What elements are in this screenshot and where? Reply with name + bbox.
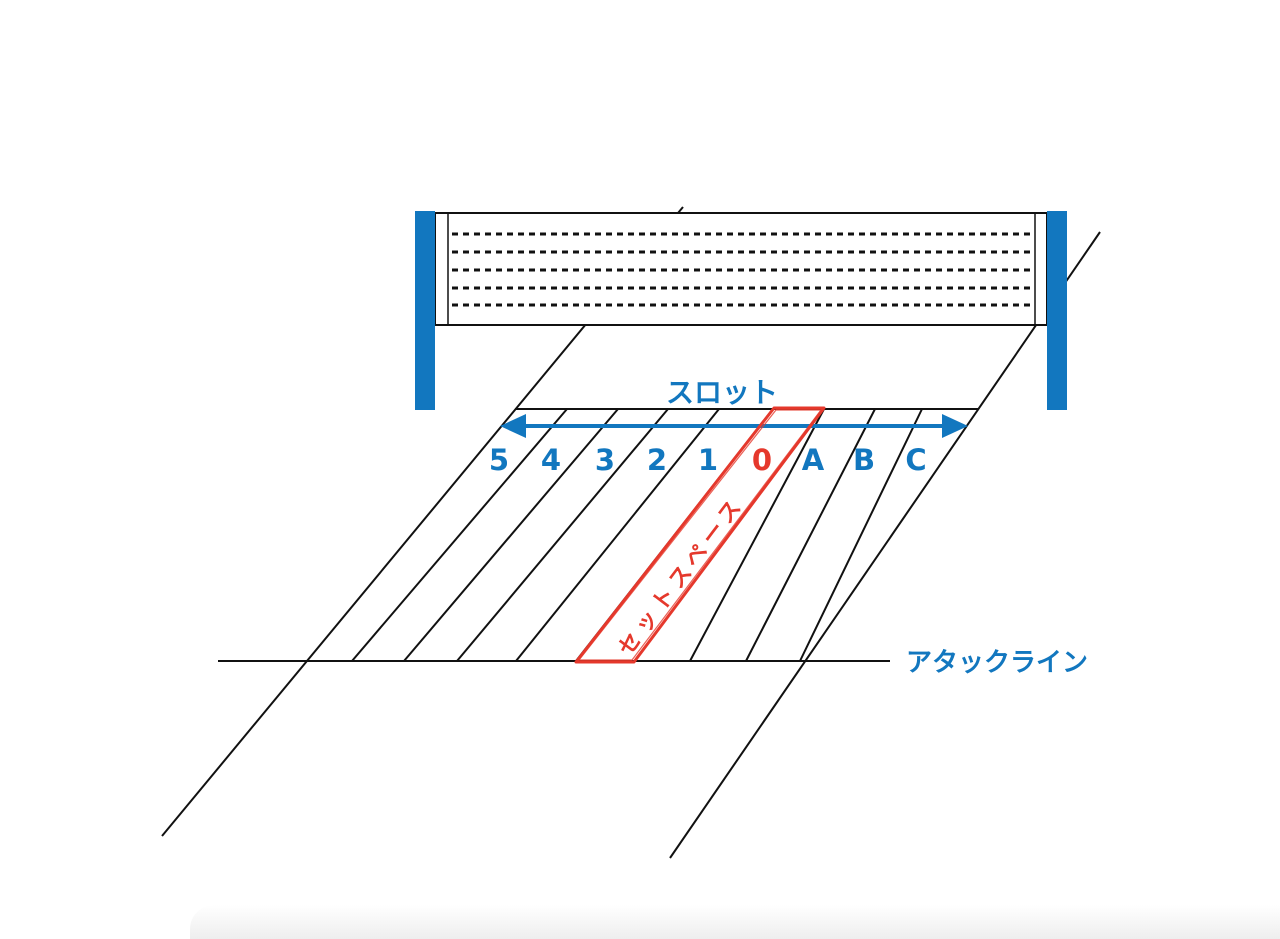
slot-divider-line [689, 408, 825, 662]
set-space-outline-sketch [578, 409, 822, 661]
slot-range-arrow [500, 414, 968, 438]
slot-title: スロット [666, 376, 778, 409]
volleyball-net [415, 211, 1067, 410]
slot-label-a: A [802, 443, 825, 477]
slot-arrow-head-left [500, 414, 526, 438]
slot-label-1: 1 [698, 443, 718, 477]
slot-label-3: 3 [595, 443, 615, 477]
slot-divider-line [456, 408, 669, 662]
court-right-sideline [669, 231, 1101, 859]
bottom-shadow [190, 905, 1280, 939]
slot-label-b: B [853, 443, 875, 477]
set-space-label: セットスペース [614, 491, 750, 660]
slot-label-5: 5 [489, 443, 509, 477]
slot-label-2: 2 [647, 443, 667, 477]
net-right-pole [1047, 211, 1067, 410]
set-space-outline [574, 406, 826, 664]
net-left-pole [415, 211, 435, 410]
slot-label-c: C [905, 443, 926, 477]
slot-divider-line [351, 408, 568, 662]
slot-divider-line [403, 408, 619, 662]
slot-label-0: 0 [752, 443, 772, 477]
net-mesh [452, 232, 1031, 307]
slot-divider-line [745, 408, 876, 662]
slot-arrow-head-right [942, 414, 968, 438]
slot-divider-line [515, 408, 720, 662]
attack-line-label: アタックライン [906, 648, 1088, 678]
slot-label-4: 4 [541, 443, 561, 477]
slot-divider-line [799, 408, 923, 662]
